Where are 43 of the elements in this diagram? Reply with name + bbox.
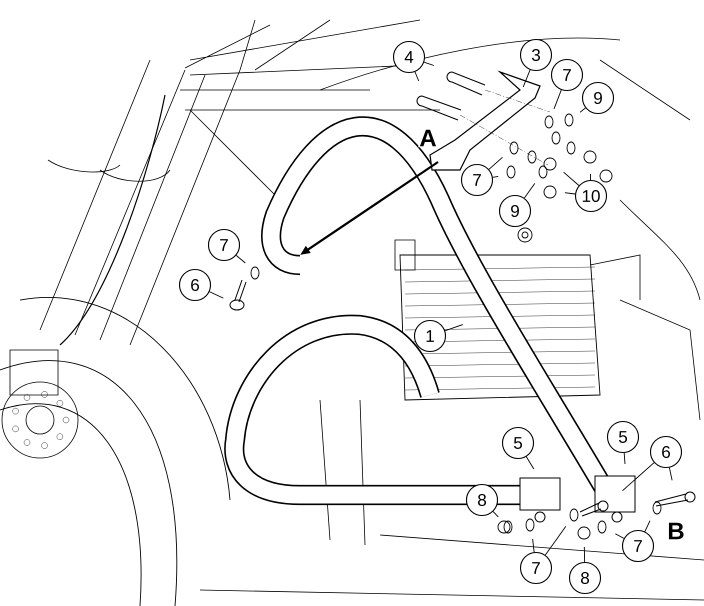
callout-number: 3	[520, 38, 552, 72]
callout-number: 7	[550, 58, 584, 92]
leader-line	[414, 71, 420, 82]
callout-number: 7	[208, 228, 240, 262]
leader-line	[522, 69, 530, 88]
callout-number: 8	[466, 484, 498, 516]
leader-line	[524, 182, 536, 198]
callout-number: 7	[520, 552, 552, 584]
leader-line	[564, 192, 576, 194]
callout-number: 6	[650, 436, 682, 468]
leader-line	[554, 90, 562, 110]
leader-line	[624, 452, 626, 464]
callout-number: 7	[460, 164, 494, 196]
leader-line	[614, 533, 624, 539]
callout-number: 5	[502, 426, 534, 460]
callout-number: 9	[582, 82, 614, 114]
leader-line	[584, 546, 586, 562]
leader-line	[644, 520, 650, 532]
callout-number: 7	[622, 530, 654, 562]
leader-line	[492, 176, 499, 178]
leader-line	[622, 462, 654, 492]
callout-number: 9	[498, 194, 532, 228]
leader-line	[492, 511, 499, 518]
callout-number: 1	[414, 320, 446, 352]
leader-line	[532, 538, 535, 553]
leader-line	[424, 62, 434, 66]
leader-line	[236, 254, 246, 264]
leader-line	[544, 526, 566, 556]
leader-line	[444, 324, 464, 332]
callout-number: 6	[178, 268, 212, 302]
callout-number: 4	[392, 40, 426, 74]
leader-line	[668, 467, 673, 481]
callout-number: 10	[574, 180, 608, 212]
callout-number: 8	[568, 562, 602, 594]
leader-line	[590, 174, 592, 180]
view-letter: A	[418, 128, 438, 148]
leader-line	[563, 172, 580, 186]
callout-number: 5	[606, 420, 640, 454]
leader-line	[526, 456, 534, 470]
leader-line	[209, 291, 224, 299]
view-letter: B	[666, 522, 686, 540]
leader-line	[580, 108, 586, 113]
leader-line	[488, 156, 503, 170]
